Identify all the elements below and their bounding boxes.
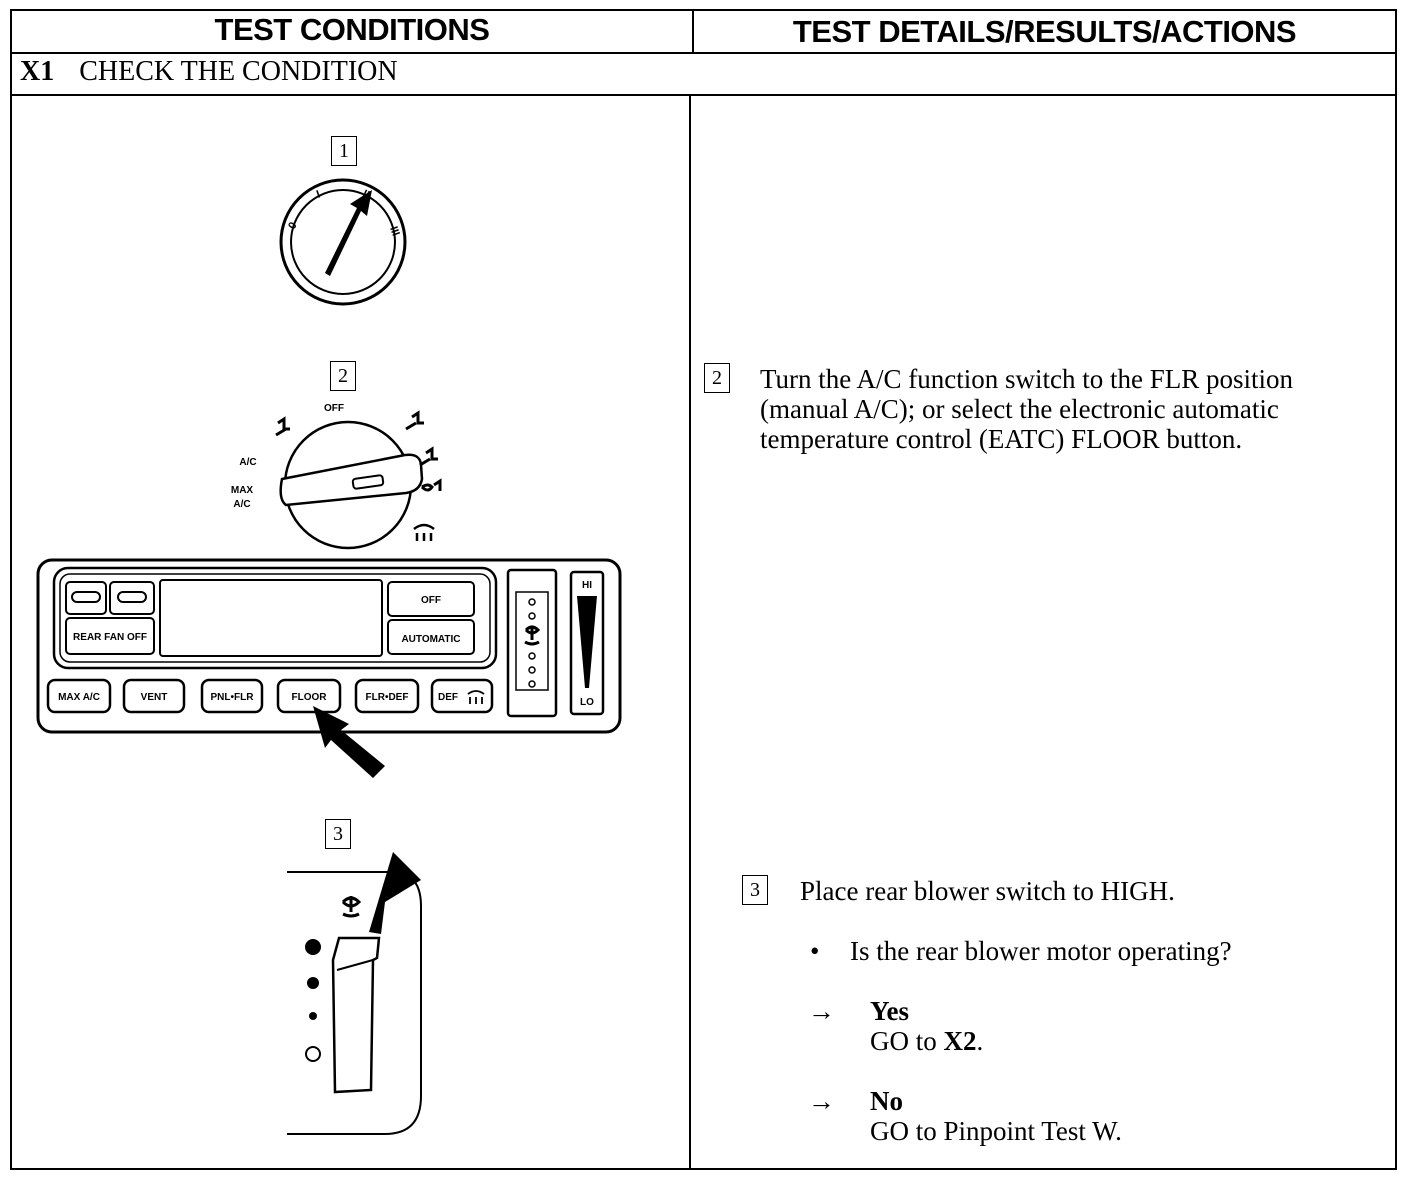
btn-max-ac: MAX A/C xyxy=(58,692,100,703)
yes-action-prefix: GO to xyxy=(870,1026,944,1056)
btn-floor: FLOOR xyxy=(292,692,328,703)
dial-label-max-2: A/C xyxy=(233,499,250,510)
step-2-line-1: Turn the A/C function switch to the FLR … xyxy=(760,364,1294,394)
function-dial-illustration: OFF A/C MAX A/C xyxy=(231,403,442,550)
panel-lo-label: LO xyxy=(580,697,594,708)
column-divider-header xyxy=(692,9,694,53)
btn-vent: VENT xyxy=(141,692,168,703)
column-divider-body xyxy=(689,95,691,1169)
ignition-mark-1: I xyxy=(315,188,322,200)
floor-pointer-arrow xyxy=(313,706,385,778)
yes-action-suffix: . xyxy=(976,1026,984,1056)
column-header-test-details: TEST DETAILS/RESULTS/ACTIONS xyxy=(792,14,1297,49)
no-arrow: → xyxy=(808,1086,835,1116)
section-name: CHECK THE CONDITION xyxy=(79,56,398,87)
table-left-border xyxy=(10,9,12,1170)
eatc-control-panel: REAR FAN OFF OFF AUTOMATIC HI LO MAX A/C… xyxy=(36,558,622,734)
right-step-2-label: 2 xyxy=(704,363,730,393)
left-step-3-label: 3 xyxy=(325,819,351,849)
ignition-switch-illustration: 0 I II III xyxy=(279,178,407,306)
rear-blower-switch-illustration xyxy=(287,852,422,1135)
ignition-mark-0: 0 xyxy=(286,220,299,231)
question-bullet: • xyxy=(810,936,820,966)
yes-action-target[interactable]: X2 xyxy=(943,1026,977,1056)
btn-def: DEF xyxy=(438,692,458,703)
btn-flr-def: FLR•DEF xyxy=(366,692,409,703)
panel-hi-label: HI xyxy=(582,580,592,591)
right-step-3-label: 3 xyxy=(742,875,768,905)
question-text: Is the rear blower motor operating? xyxy=(850,936,1232,966)
dial-label-ac: A/C xyxy=(239,457,256,468)
step-2-line-2: (manual A/C); or select the electronic a… xyxy=(760,394,1279,424)
left-step-2-label: 2 xyxy=(330,361,356,391)
table-bottom-border xyxy=(10,1168,1397,1170)
table-right-border xyxy=(1395,9,1397,1170)
step-2-instruction: Turn the A/C function switch to the FLR … xyxy=(760,364,1293,454)
left-step-1-label: 1 xyxy=(331,136,357,166)
header-divider xyxy=(10,52,1397,54)
panel-off-label: OFF xyxy=(421,595,441,606)
yes-action: GO to X2. xyxy=(870,1026,983,1056)
dial-label-off: OFF xyxy=(324,403,344,414)
step-3-instruction: Place rear blower switch to HIGH. xyxy=(800,876,1175,906)
section-id: X1 xyxy=(20,56,55,87)
table-top-border xyxy=(10,9,1397,11)
column-header-test-conditions: TEST CONDITIONS xyxy=(214,12,490,47)
yes-label: Yes xyxy=(870,996,909,1026)
yes-arrow: → xyxy=(808,996,835,1026)
section-divider xyxy=(10,94,1397,96)
dial-label-max-1: MAX xyxy=(231,485,254,496)
rear-fan-off-label: REAR FAN OFF xyxy=(73,632,147,643)
panel-automatic-label: AUTOMATIC xyxy=(401,634,460,645)
ignition-mark-3: III xyxy=(387,225,401,238)
btn-pnl-flr: PNL•FLR xyxy=(211,692,255,703)
no-label: No xyxy=(870,1086,903,1116)
ignition-mark-2: II xyxy=(361,188,372,201)
step-2-line-3: temperature control (EATC) FLOOR button. xyxy=(760,424,1243,454)
no-action[interactable]: GO to Pinpoint Test W. xyxy=(870,1116,1122,1146)
section-title: X1 CHECK THE CONDITION xyxy=(20,56,398,88)
